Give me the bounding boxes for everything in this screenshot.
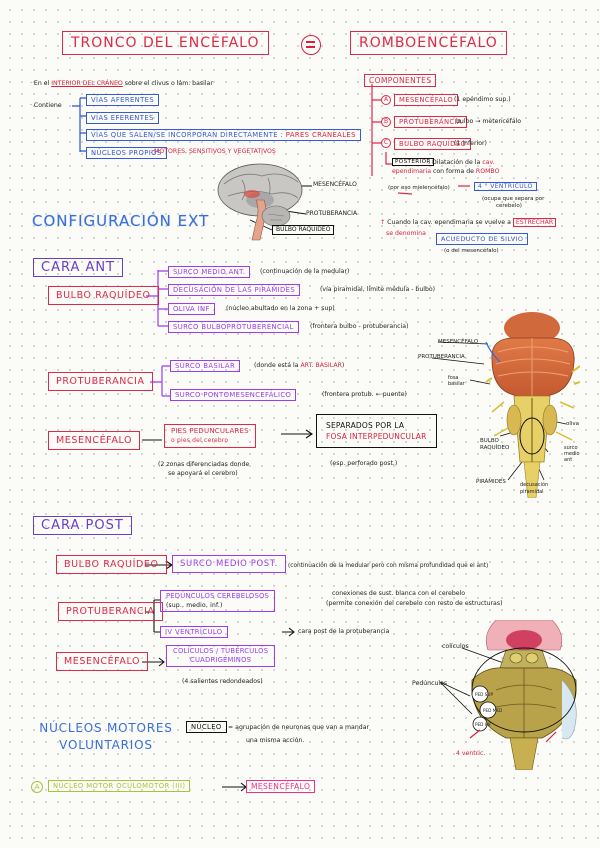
cara-post-header: CARA POST — [33, 516, 132, 535]
ant-bulbo-item-4: SURCO BULBOPROTUBERENCIAL — [168, 321, 299, 333]
coliculos-box: COLÍCULOS / TUBÉRCULOS CUADRIGÉMINOS — [166, 645, 276, 667]
ped-note-2: (permite conexión del cerebelo con resto… — [326, 600, 503, 607]
letter-a-green: A — [31, 781, 43, 793]
esp-perforado-note: (esp. perforado post.) — [330, 460, 398, 467]
intro-line1: · En el INTERIOR DEL CRÁNEO sobre el cli… — [30, 80, 213, 87]
nucleos-header: NÚCLEOS MOTORES VOLUNTARIOS — [39, 721, 173, 752]
ventr-note: cara post de la protuberancia — [298, 628, 390, 635]
ant-bulbo-item-2: DECUSACIÓN DE LAS PIRÁMIDES — [168, 284, 301, 296]
nucleo-def-1: = agrupación de neuronas que van a manda… — [228, 724, 370, 731]
posterior-line2: ependimaria con forma de ROMBO — [392, 168, 500, 175]
nucleo-def-2: una misma acción. — [246, 737, 305, 744]
post-mesencefalo: MESENCÉFALO — [56, 652, 149, 671]
ant-bulbo: BULBO RAQUÍDEO — [48, 286, 159, 305]
post-fig-ventr: 4 ventric. — [456, 750, 486, 757]
nucleos-text: : MOTORES, SENSITIVOS Y VEGETATIVOS — [150, 148, 276, 155]
ant-prot-item-1: SURCO BASILAR — [170, 360, 241, 372]
config-header: CONFIGURACIÓN EXT — [32, 212, 210, 230]
letter-a: A — [381, 95, 391, 105]
ant-bulbo-note-2: (vía piramidal, límite médula - bulbo) — [320, 286, 436, 293]
brain-label-mes: MESENCÉFALO — [313, 181, 357, 188]
ant-bulbo-note-4: (frontera bulbo - protuberancia) — [310, 323, 409, 330]
ant-bulbo-note-3: (núcleo abultado en la zona + sup) — [226, 305, 335, 312]
posterior-text: : Dilatación de la cav. — [428, 159, 495, 166]
ant-bulbo-item-1: SURCO MEDIO ANT. — [168, 266, 251, 278]
coliculos-note: (4 salientes redondeados) — [182, 678, 263, 685]
comp-mesencefalo: MESENCÉFALO — [394, 94, 459, 106]
ant-mesencefalo: MESENCÉFALO — [48, 431, 141, 450]
letter-b: B — [381, 117, 391, 127]
separados-box: SEPARADOS POR LA FOSA INTERPEDUNCULAR — [316, 414, 437, 448]
post-protuberancia: PROTUBERANCIA — [58, 602, 163, 621]
acueducto-note: (o del mesencéfalo) — [444, 248, 499, 254]
nucleo-box: NÚCLEO — [186, 721, 227, 733]
letter-c: C — [381, 138, 391, 148]
comp-bulbo: BULBO RAQUÍDEO — [394, 138, 472, 150]
ant-protuberancia: PROTUBERANCIA — [48, 372, 153, 391]
brain-label-bulbo: BULBO RAQUÍDEO — [272, 225, 335, 235]
ant-fig-piramides: PIRÁMIDES — [476, 479, 506, 485]
post-iv-ventriculo: IV VENTRÍCULO — [160, 626, 228, 638]
ant-fig-prot: PROTUBERANCIA — [418, 354, 465, 360]
ant-fig-fosa: fosa basilar — [448, 375, 465, 387]
intro-contiene: · Contiene — [30, 102, 62, 109]
post-fig-ped-med: PED MED — [483, 708, 503, 713]
comp-a-note: (1 epéndimo sup.) — [454, 96, 511, 103]
item-vias-eferentes: VÍAS EFERENTES — [86, 112, 159, 124]
equals-icon — [301, 35, 321, 55]
brainstem-anterior-illustration — [485, 312, 580, 498]
pies-pedunculares: PIES PEDUNCULARES o pies del cerebro — [164, 424, 256, 448]
ant-fig-mes: MESENCÉFALO — [438, 339, 479, 345]
post-fig-ped-sup: PED SUP — [475, 692, 493, 697]
item-vias-pares: VÍAS QUE SALEN/SE INCORPORAN DIRECTAMENT… — [86, 129, 361, 141]
nucleo-motor-oculomotor: NÚCLEO MOTOR OCULOMOTOR (III) — [48, 780, 191, 792]
estrechar-note: ↑ Cuando la cav. ependimaria se vuelve a… — [380, 218, 557, 227]
comp-c-note: (1 inferior) — [454, 140, 487, 147]
item-vias-aferentes: VÍAS AFERENTES — [86, 94, 160, 106]
brainstem-posterior-illustration — [469, 620, 577, 770]
item-nucleos: NÚCLEOS PROPIOS — [86, 147, 167, 159]
brain-sagittal-illustration — [217, 163, 303, 241]
componentes-label: COMPONENTES — [364, 74, 437, 87]
nucleo-mesencefalo: MESENCÉFALO — [246, 780, 316, 793]
post-fig-coliculos: colículos — [442, 643, 469, 650]
ant-prot-note-2: (frontera protub. ← puente) — [322, 391, 407, 398]
brain-label-prot: PROTUBERANCIA — [306, 210, 358, 217]
post-surco-medio: SURCO MEDIO POST. — [172, 555, 286, 573]
post-bulbo: BULBO RAQUÍDEO — [56, 555, 167, 574]
ant-fig-bulbo: BULBO RAQUÍDEO — [480, 438, 510, 451]
ant-prot-note-1: (donde está la ART. BASILAR) — [254, 362, 345, 369]
post-fig-pedunculos: Pedúnculos — [412, 680, 448, 687]
posterior-box: POSTERIOR — [392, 158, 434, 166]
pedunculos-cerebelosos: PEDÚNCULOS CEREBELOSOS (sup., medio, inf… — [160, 590, 276, 612]
page-title-right: ROMBOENCÉFALO — [350, 31, 507, 55]
ant-bulbo-item-3: OLIVA INF — [168, 303, 215, 315]
comp-protuberancia: PROTUBERANCIA — [394, 116, 468, 128]
ant-bulbo-note-1: (continuación de la medular) — [260, 268, 350, 275]
ant-fig-surco: surco medio ant — [564, 445, 580, 463]
ant-prot-item-2: SURCO PONTOMESENCEFÁLICO — [170, 389, 297, 401]
comp-b-note: bulbo → metencéfalo — [456, 118, 522, 125]
page-title-left: TRONCO DEL ENCÉFALO — [62, 31, 269, 55]
acueducto-silvio: ACUEDUCTO DE SILVIO — [436, 233, 529, 245]
post-surco-note: (continuación de la medular pero con mis… — [288, 563, 489, 569]
cuarto-ventriculo: 4 ° VENTRÍCULO — [474, 182, 537, 191]
se-denomina: se denomina — [386, 230, 426, 237]
ant-fig-decus: decusación piramidal — [520, 482, 549, 495]
ant-fig-oliva: oliva — [566, 421, 580, 427]
cara-ant-header: CARA ANT — [33, 258, 124, 277]
post-fig-ped-inf: PED INF — [475, 722, 492, 727]
ped-note-1: conexiones de sust. blanca con el cerebe… — [332, 590, 466, 597]
mielencefalo-note: (por eso mielencéfalo) — [388, 185, 450, 191]
